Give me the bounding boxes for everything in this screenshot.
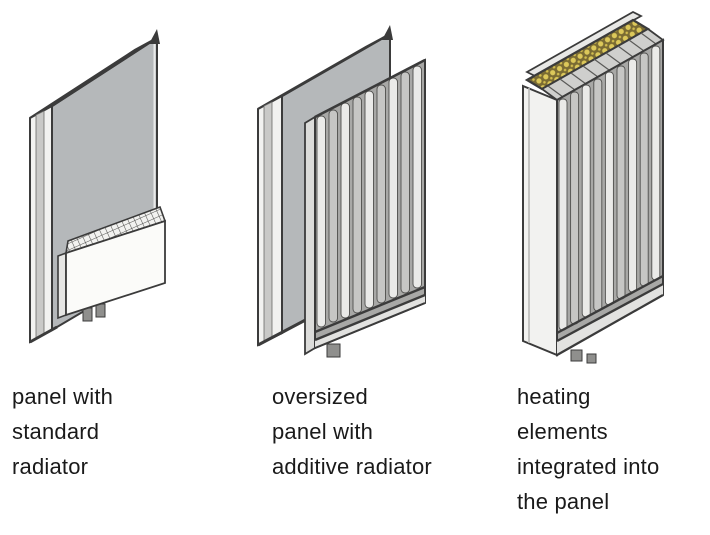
- caption-line: heating: [517, 384, 591, 409]
- panel-top-corner: [382, 25, 393, 40]
- panel-integrated-heating-illustration: [522, 10, 665, 364]
- caption-line: the panel: [517, 489, 610, 514]
- radiator-bottom-rail: [314, 293, 426, 342]
- caption-line: standard: [12, 419, 100, 444]
- panel-side-layer-line: [263, 101, 273, 343]
- radiator-foot: [570, 349, 583, 362]
- caption-panel-integrated-heating: heating elements integrated into the pan…: [517, 379, 659, 519]
- radiator-bottom-rail: [314, 285, 426, 334]
- figure-panel-standard-radiator: [10, 0, 240, 370]
- caption-line: oversized: [272, 384, 368, 409]
- radiator-foot: [326, 343, 341, 358]
- panel-additive-radiator-illustration: [257, 25, 426, 358]
- panel-side-face: [522, 84, 558, 357]
- radiator-bottom-edge: [314, 302, 426, 349]
- radiator-top-rail: [314, 58, 426, 119]
- panel-back-sheet: [525, 10, 643, 78]
- radiator-side-face: [304, 115, 316, 356]
- caption-line: panel with: [272, 419, 374, 444]
- radiator-foot: [586, 353, 597, 364]
- fin-top-loops: [547, 32, 657, 98]
- caption-line: additive radiator: [272, 454, 432, 479]
- caption-panel-standard-radiator: panel with standard radiator: [12, 379, 113, 484]
- radiator-side-face: [57, 251, 67, 320]
- figure-panel-integrated-heating: [495, 0, 710, 370]
- radiator-bottom-rail: [556, 274, 664, 335]
- caption-line: panel with: [12, 384, 114, 409]
- panel-bottom-edge: [29, 325, 58, 344]
- radiator-bottom-edge: [556, 294, 664, 356]
- figure-panel-additive-radiator: [245, 0, 455, 370]
- radiator-fins: [558, 45, 661, 331]
- radiator-bottom-cover: [315, 295, 425, 348]
- radiator-fins: [316, 65, 422, 328]
- caption-panel-additive-radiator: oversized panel with additive radiator: [272, 379, 432, 484]
- panel-side-layer-line: [35, 110, 45, 340]
- caption-line: radiator: [12, 454, 89, 479]
- radiator-bottom-rail: [556, 282, 664, 343]
- panel-standard-radiator-illustration: [29, 29, 167, 344]
- radiator-bottom-cover: [557, 284, 663, 355]
- panel-top-corner: [149, 29, 160, 44]
- radiator-front-face: [65, 219, 166, 317]
- radiator-foot: [95, 303, 106, 318]
- caption-line: elements: [517, 419, 608, 444]
- caption-line: integrated into: [517, 454, 660, 479]
